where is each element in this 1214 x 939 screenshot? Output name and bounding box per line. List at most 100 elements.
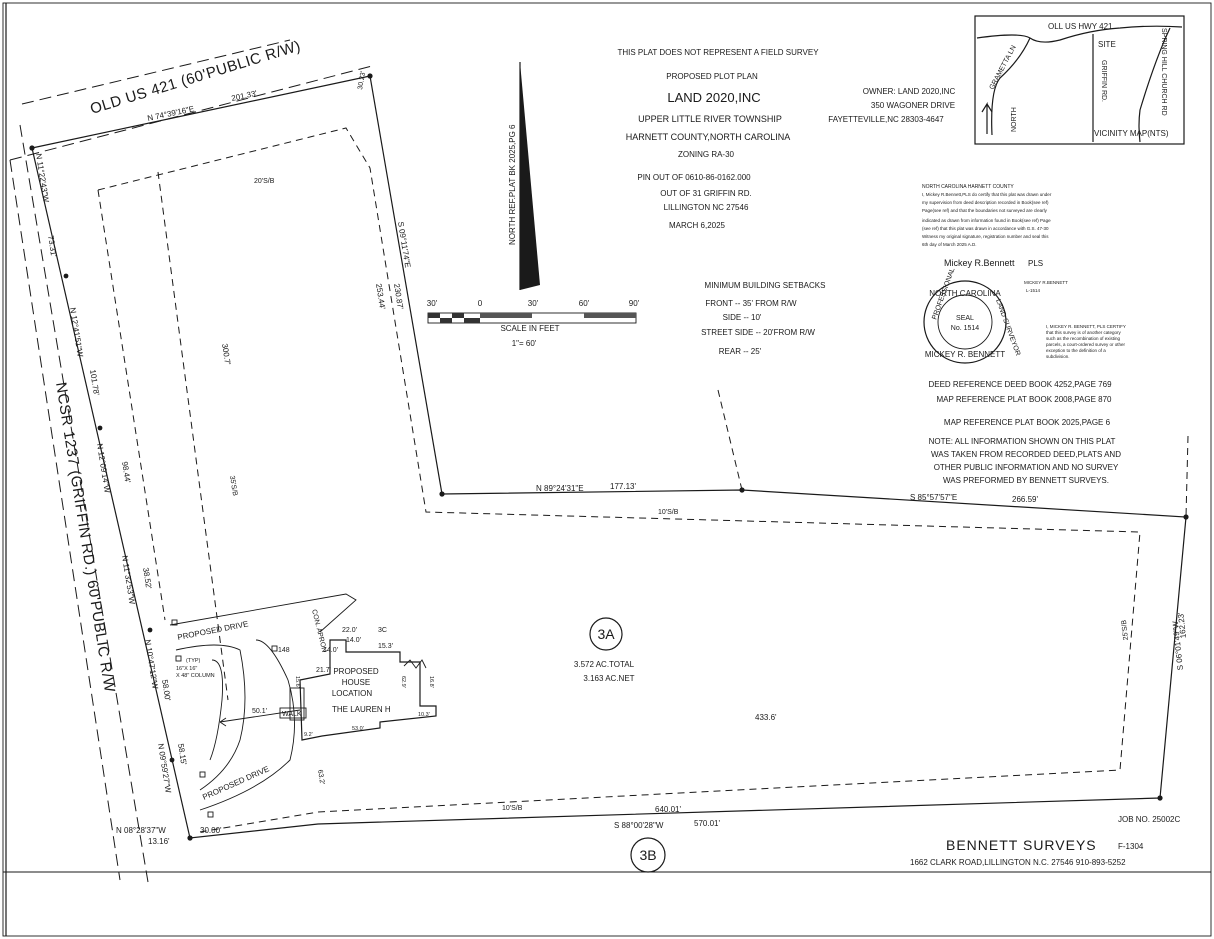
column-marker-icon: [199, 771, 206, 778]
note-line-3: OTHER PUBLIC INFORMATION AND NO SURVEY: [934, 463, 1119, 472]
seal-note-line: subdivision.: [1046, 354, 1070, 359]
apron-label: CON. APRON: [310, 609, 327, 653]
ncsr-row-line-outer: [9, 159, 121, 881]
vicinity-north-label: NORTH: [1011, 107, 1018, 132]
column-label-3: X 48" COLUMN: [176, 673, 215, 679]
setbacks-block: MINIMUM BUILDING SETBACKS FRONT -- 35' F…: [701, 281, 825, 356]
out-of-text: OUT OF 31 GRIFFIN RD.: [660, 189, 751, 198]
signer-name: Mickey R.Bennett: [944, 258, 1015, 268]
dimension-label: 148: [278, 647, 290, 654]
scale-tick-label: 30': [427, 299, 438, 308]
arrow-icon: [219, 717, 227, 727]
scale-segment: [464, 318, 480, 323]
county-text: HARNETT COUNTY,NORTH CAROLINA: [626, 132, 791, 142]
distance-label: 640.01': [655, 805, 681, 814]
distance-label: 13.16': [148, 837, 170, 846]
old-us-row-line-inner: [9, 65, 373, 161]
dimension-label: 14.0': [323, 647, 338, 654]
setback-street-side: STREET SIDE -- 20'FROM R/W: [701, 328, 815, 337]
distance-label: 300.7': [220, 343, 232, 366]
distance-label: 162.23': [1176, 611, 1188, 638]
proposed-house: PROPOSED HOUSE LOCATION THE LAUREN H 22.…: [252, 627, 437, 741]
shrub-icon: [403, 659, 427, 669]
seal-bottom-text: MICKEY R. BENNETT: [925, 350, 1005, 359]
ncsr-row-line-inner: [19, 124, 149, 883]
note-line-2: WAS TAKEN FROM RECORDED DEED,PLATS AND: [931, 450, 1121, 459]
driveway-edge-outer: [175, 644, 246, 791]
scale-segment: [480, 313, 532, 318]
vicinity-spring-hill-line: [1138, 27, 1171, 143]
setback-label: 25'S/B: [1121, 619, 1130, 640]
house-model-label: THE LAUREN H: [332, 705, 391, 714]
corner-marker: [187, 835, 193, 841]
seal-note: I, MICKEY R. BENNETT, PLS CERTIFY that t…: [1046, 324, 1126, 359]
seal-outer-ring: [923, 280, 1007, 364]
driveway-edge-top: [169, 593, 357, 633]
distance-label: 63.2': [316, 769, 325, 785]
scale-segment: [584, 313, 636, 318]
vicinity-map: OLL US HWY 421 SITE GRAMETTA LN GRIFFIN …: [974, 15, 1185, 145]
seal-center-2: No. 1514: [951, 325, 980, 332]
scale-segment: [452, 313, 464, 318]
signer-license: L-1514: [1026, 288, 1041, 293]
dimension-label: 3C: [378, 627, 387, 634]
setback-rear: REAR -- 25': [719, 347, 762, 356]
dimension-label: 16.8': [428, 676, 434, 688]
setback-label: 35'S/B: [228, 475, 238, 497]
disclaimer-text: THIS PLAT DOES NOT REPRESENT A FIELD SUR…: [617, 48, 819, 57]
north-arrow-label: NORTH REF.PLAT BK 2025,PG 6: [508, 124, 517, 245]
corner-marker: [1183, 514, 1189, 520]
north-arrow: NORTH REF.PLAT BK 2025,PG 6: [508, 62, 540, 290]
corner-marker: [29, 145, 35, 151]
bearing-label: N 12°09'14"W: [95, 443, 112, 494]
plan-type-text: PROPOSED PLOT PLAN: [666, 72, 758, 81]
bearing-label: S 85°57'57"E: [910, 493, 957, 502]
column-label-1: (TYP): [186, 658, 201, 664]
distance-label: 30.00': [200, 826, 222, 835]
seal-note-line: I, MICKEY R. BENNETT, PLS CERTIFY: [1046, 324, 1126, 329]
bearing-label: N 10°47'12"W: [143, 639, 160, 690]
distance-label: 98.44': [120, 461, 132, 484]
scale-tick-label: 60': [579, 299, 590, 308]
scale-tick-label: 30': [528, 299, 539, 308]
distance-label: 101.78': [88, 369, 101, 397]
corner-marker: [439, 491, 445, 497]
date-text: MARCH 6,2025: [669, 221, 726, 230]
certification-block: NORTH CAROLINA HARNETT COUNTY I, Mickey …: [922, 184, 1068, 293]
house-footprint: [299, 639, 437, 741]
seal-top-text: NORTH CAROLINA: [929, 289, 1001, 298]
old-us-row-line-outer: [21, 39, 291, 105]
side-setback-line: [157, 171, 229, 701]
certification-line: my supervision from deed description rec…: [922, 200, 1049, 205]
vicinity-hwy-line: [976, 25, 1183, 43]
seal-note-line: exception to the definition of a: [1046, 348, 1106, 353]
note-line-1: NOTE: ALL INFORMATION SHOWN ON THIS PLAT: [929, 437, 1116, 446]
city-text: LILLINGTON NC 27546: [664, 203, 749, 212]
vicinity-grametta-label: GRAMETTA LN: [989, 44, 1018, 90]
bearing-label: N 89°24'31"E: [536, 484, 584, 493]
bearing-label: S 88°00'28"W: [614, 821, 664, 830]
setback-side: SIDE -- 10': [723, 313, 762, 322]
lot-net-area: 3.163 AC.NET: [583, 674, 634, 683]
bearing-label: N 11°22'43"W: [34, 153, 51, 203]
driveway-island: [209, 659, 223, 761]
dimension-label: 14.0': [346, 637, 361, 644]
walk-box: [279, 707, 307, 719]
map-reference-2: MAP REFERENCE PLAT BOOK 2025,PAGE 6: [944, 418, 1111, 427]
certification-line: 6th day of March 2025 A.D.: [922, 242, 977, 247]
setback-front: FRONT -- 35' FROM R/W: [705, 299, 797, 308]
vicinity-map-frame: [974, 15, 1185, 145]
company-name: BENNETT SURVEYS: [946, 837, 1097, 853]
seal-note-line: parcels, a court-ordered survey or other: [1046, 342, 1126, 347]
lot-total-area: 3.572 AC.TOTAL: [574, 660, 635, 669]
adjacent-lot-id: 3B: [639, 847, 656, 863]
porch-box: [289, 687, 305, 721]
lot-3a-circle: [589, 617, 623, 651]
job-number: JOB NO. 25002C: [1118, 815, 1180, 824]
zoning-text: ZONING RA-30: [678, 150, 735, 159]
inner-divider-line: [717, 389, 743, 491]
distance-label: 58.15': [176, 743, 188, 766]
certification-line: indicated as drawn from information foun…: [922, 218, 1051, 223]
signer-title: PLS: [1028, 259, 1043, 268]
